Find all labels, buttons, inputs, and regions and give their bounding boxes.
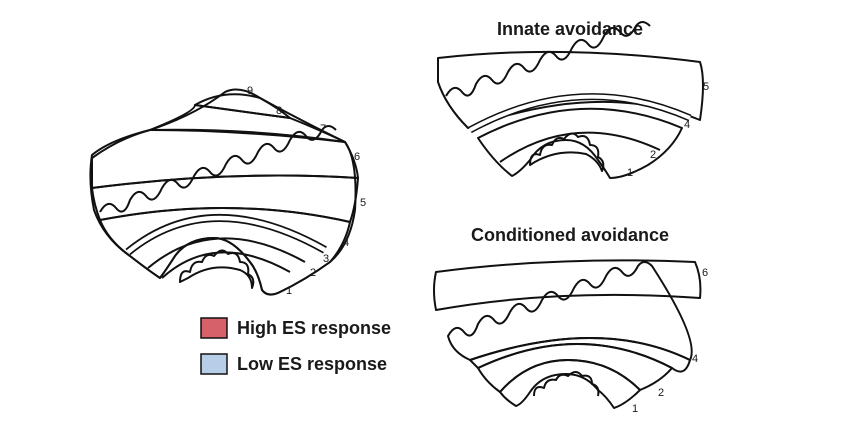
innate-arc-2 bbox=[499, 131, 661, 163]
innate-title: Innate avoidance bbox=[497, 19, 643, 39]
left-arc-2 bbox=[161, 251, 291, 279]
conditioned-label-1: 1 bbox=[632, 403, 638, 415]
left-layer-7 bbox=[149, 104, 346, 143]
innate-label-4: 4 bbox=[684, 119, 690, 131]
left-label-2: 2 bbox=[310, 267, 316, 279]
left-label-5: 5 bbox=[360, 197, 366, 209]
innate-label-1: 1 bbox=[627, 167, 633, 179]
left-layer-6 bbox=[91, 128, 359, 189]
legend-high-swatch bbox=[200, 317, 228, 339]
conditioned-label-2: 2 bbox=[658, 387, 664, 399]
innate-layer-5-wavy bbox=[445, 21, 651, 97]
left-arc-3 bbox=[147, 237, 306, 269]
left-label-4: 4 bbox=[343, 237, 349, 249]
legend-low-label: Low ES response bbox=[237, 354, 387, 374]
left-label-7: 7 bbox=[320, 123, 326, 135]
innate-layer-5 bbox=[437, 50, 704, 129]
conditioned-layer-5 bbox=[447, 261, 693, 361]
innate-inner-core bbox=[529, 132, 605, 172]
legend-high-label: High ES response bbox=[237, 318, 391, 338]
conditioned-label-4: 4 bbox=[692, 353, 698, 365]
legend: High ES response Low ES response bbox=[200, 317, 391, 375]
left-inner-core bbox=[179, 249, 255, 289]
left-label-6: 6 bbox=[354, 151, 360, 163]
conditioned-core-bumps bbox=[533, 371, 600, 397]
left-label-1: 1 bbox=[286, 285, 292, 297]
full-structure bbox=[89, 88, 359, 296]
conditioned-structure bbox=[433, 259, 702, 409]
conditioned-layer-6 bbox=[433, 259, 702, 311]
left-layer-4 bbox=[99, 207, 351, 296]
legend-low-swatch bbox=[200, 353, 228, 375]
conditioned-inner-core bbox=[499, 359, 641, 409]
left-label-3: 3 bbox=[323, 253, 329, 265]
conditioned-title: Conditioned avoidance bbox=[471, 225, 669, 245]
conditioned-labels: 1 2 4 6 bbox=[632, 267, 708, 415]
conditioned-label-6: 6 bbox=[702, 267, 708, 279]
innate-labels: 1 2 4 5 bbox=[627, 81, 709, 179]
innate-label-5: 5 bbox=[703, 81, 709, 93]
conditioned-lower-body bbox=[469, 337, 691, 373]
left-labels: 1 2 3 4 5 6 7 8 9 bbox=[247, 85, 366, 297]
left-layer-5-wavy bbox=[99, 125, 337, 213]
left-label-8: 8 bbox=[276, 105, 282, 117]
innate-structure bbox=[437, 21, 704, 179]
innate-layer-4 bbox=[477, 107, 683, 179]
left-outer-shape bbox=[89, 88, 357, 296]
left-label-9: 9 bbox=[247, 85, 253, 97]
innate-label-2: 2 bbox=[650, 149, 656, 161]
